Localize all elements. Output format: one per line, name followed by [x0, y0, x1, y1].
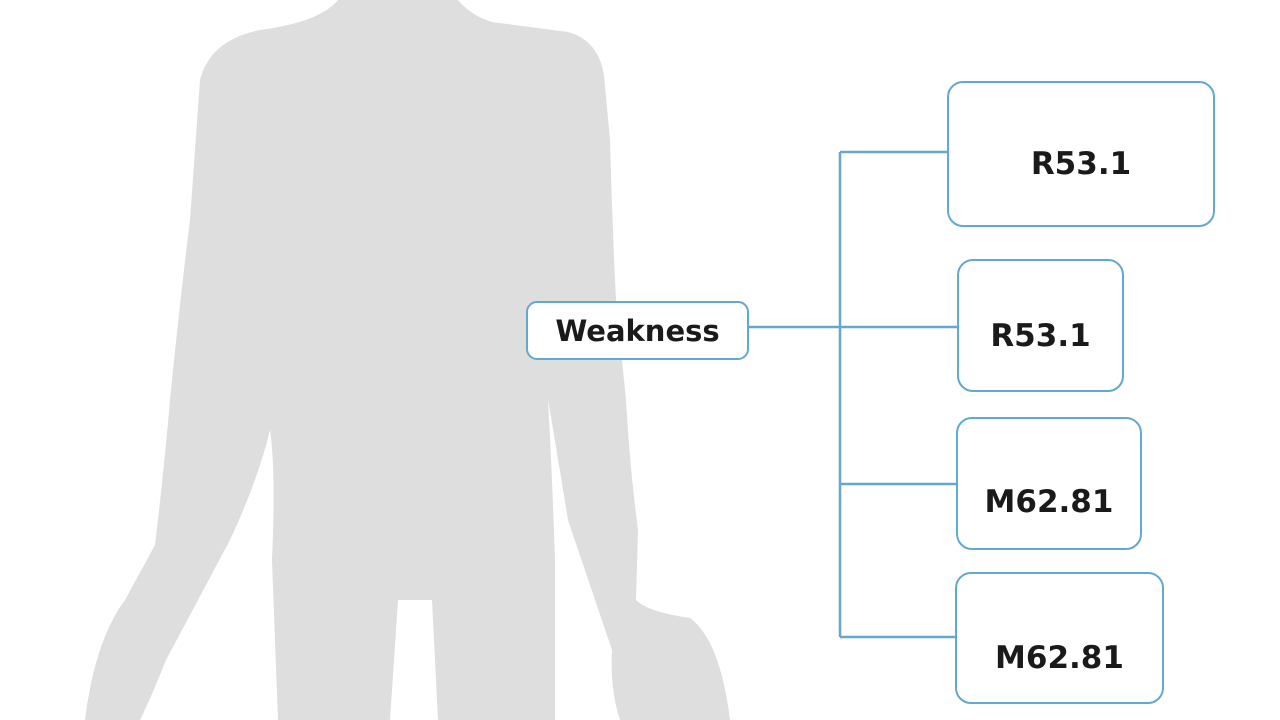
code-box-4: M62.81: [955, 572, 1164, 704]
code-label: M62.81: [995, 640, 1124, 676]
symptom-box: Weakness: [526, 301, 749, 360]
code-label: R53.1: [1030, 146, 1132, 182]
code-label: M62.81: [984, 483, 1114, 520]
symptom-label: Weakness: [555, 313, 720, 348]
code-box-3: M62.81: [956, 417, 1142, 550]
code-label: R53.1: [990, 317, 1091, 354]
code-box-1: R53.1: [947, 81, 1215, 227]
code-box-2: R53.1: [957, 259, 1124, 392]
